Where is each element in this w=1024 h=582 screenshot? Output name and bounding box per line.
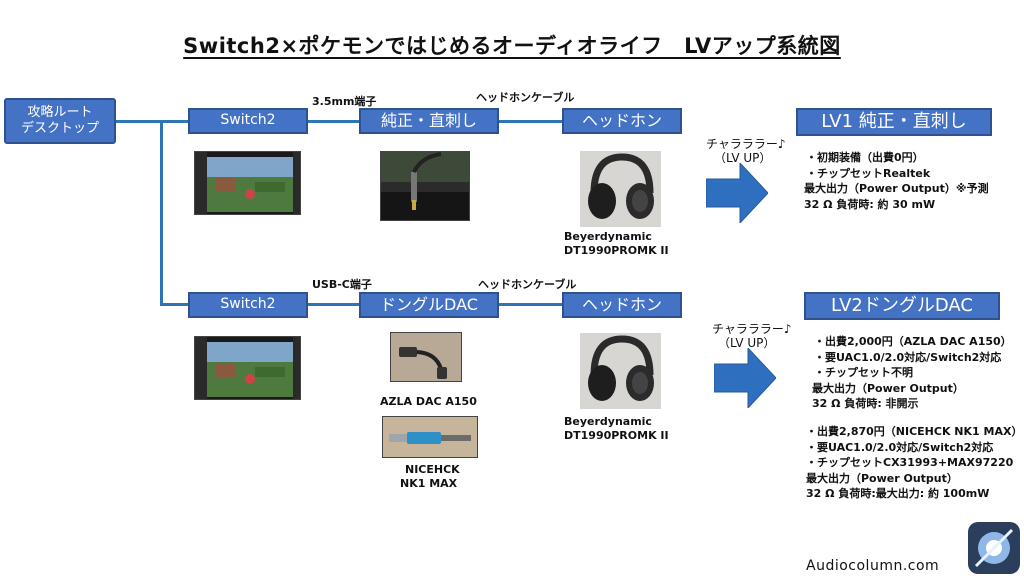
row2-dac1-photo xyxy=(390,332,462,382)
connector-vertical xyxy=(160,120,163,306)
row1-cable-label: ヘッドホンケーブル xyxy=(476,91,575,104)
connector-row1-a xyxy=(308,120,360,123)
lv2-box: LV2ドングルDAC xyxy=(804,292,1000,320)
row1-cable-photo xyxy=(380,151,470,221)
row2-connection-label: ドングルDAC xyxy=(380,295,478,314)
lv2-info2-line-2: ・要UAC1.0/2.0対応/Switch2対応 xyxy=(806,440,994,454)
row1-arrow-text-1: チャラララー♪ xyxy=(706,137,786,151)
row2-switch2-label: Switch2 xyxy=(220,296,276,313)
row2-switch2-box: Switch2 xyxy=(188,292,308,318)
lv2-info1-line-2: ・要UAC1.0/2.0対応/Switch2対応 xyxy=(814,350,1002,364)
row1-headphone-photo xyxy=(580,151,661,227)
lv1-info-line-3: 最大出力（Power Output）※予測 xyxy=(804,182,989,196)
row1-output-label: ヘッドホン xyxy=(581,111,662,130)
row2-arrow-text-1: チャラララー♪ xyxy=(712,322,792,336)
connector-row2-b xyxy=(498,303,562,306)
lv2-label: LV2ドングルDAC xyxy=(831,294,973,316)
row1-switch2-photo xyxy=(194,151,301,215)
row2-dac2-photo xyxy=(382,416,478,458)
row1-connection-label: 純正・直刺し xyxy=(380,111,477,130)
row2-dac2-caption-1: NICEHCK xyxy=(405,463,460,476)
connector-row2-a xyxy=(308,303,360,306)
lv1-info-line-2: ・チップセットRealtek xyxy=(806,166,931,180)
lv1-info-line-1: ・初期装備（出費0円） xyxy=(806,151,924,164)
row2-headphone-photo xyxy=(580,333,661,409)
row2-switch2-photo xyxy=(194,336,301,400)
lv2-info2-line-3: ・チップセットCX31993+MAX97220 xyxy=(806,456,1014,470)
row1-levelup-arrow xyxy=(706,163,768,223)
row2-connection-box: ドングルDAC xyxy=(359,292,499,318)
row2-output-box: ヘッドホン xyxy=(562,292,682,318)
lv2-info1-line-5: 32 Ω 負荷時: 非開示 xyxy=(812,397,919,411)
root-route-line1: 攻略ルート xyxy=(27,104,93,120)
row2-cable-label: ヘッドホンケーブル xyxy=(478,278,577,291)
root-route-box: 攻略ルート デスクトップ xyxy=(4,98,116,144)
lv2-info1-line-1: ・出費2,000円（AZLA DAC A150） xyxy=(814,335,1012,348)
footer-site-name: Audiocolumn.com xyxy=(806,558,940,574)
lv1-box: LV1 純正・直刺し xyxy=(796,108,992,136)
lv2-info1-line-4: 最大出力（Power Output） xyxy=(812,381,964,395)
site-logo-icon xyxy=(968,522,1020,574)
row1-headphone-caption-1: Beyerdynamic xyxy=(564,230,652,243)
row1-switch2-label: Switch2 xyxy=(220,112,276,129)
row2-connector-label: USB-C端子 xyxy=(312,278,372,291)
row1-switch2-box: Switch2 xyxy=(188,108,308,134)
connector-row1-b xyxy=(498,120,562,123)
row2-headphone-caption-2: DT1990PROMK II xyxy=(564,429,669,442)
connector-row2-branch xyxy=(160,303,190,306)
row1-connector-label: 3.5mm端子 xyxy=(312,95,377,108)
page-title: Switch2×ポケモンではじめるオーディオライフ LVアップ系統図 xyxy=(183,34,841,58)
lv2-info-block1: ・出費2,000円（AZLA DAC A150） ・要UAC1.0/2.0対応/… xyxy=(812,334,1012,412)
lv1-info-line-4: 32 Ω 負荷時: 約 30 mW xyxy=(804,197,936,211)
lv1-info: ・初期装備（出費0円） ・チップセットRealtek 最大出力（Power Ou… xyxy=(804,150,989,212)
connector-root-right xyxy=(116,120,188,123)
root-route-line2: デスクトップ xyxy=(20,121,99,136)
lv2-info2-line-5: 32 Ω 負荷時:最大出力: 約 100mW xyxy=(806,487,990,501)
row1-arrow-text-2: （LV UP） xyxy=(714,151,772,165)
lv2-info2-line-4: 最大出力（Power Output） xyxy=(806,471,958,485)
row2-arrow-text-2: （LV UP） xyxy=(718,336,776,350)
lv2-info2-line-1: ・出費2,870円（NICEHCK NK1 MAX） xyxy=(806,425,1023,438)
row2-output-label: ヘッドホン xyxy=(581,295,662,314)
row1-connection-box: 純正・直刺し xyxy=(359,108,499,134)
row2-dac2-caption-2: NK1 MAX xyxy=(400,477,458,490)
row2-levelup-arrow xyxy=(714,348,776,408)
row2-dac1-caption: AZLA DAC A150 xyxy=(380,395,477,408)
row1-output-box: ヘッドホン xyxy=(562,108,682,134)
lv1-label: LV1 純正・直刺し xyxy=(821,110,967,132)
row2-headphone-caption-1: Beyerdynamic xyxy=(564,415,652,428)
lv2-info1-line-3: ・チップセット不明 xyxy=(814,366,913,380)
lv2-info-block2: ・出費2,870円（NICEHCK NK1 MAX） ・要UAC1.0/2.0対… xyxy=(806,424,1022,502)
row1-headphone-caption-2: DT1990PROMK II xyxy=(564,244,669,257)
